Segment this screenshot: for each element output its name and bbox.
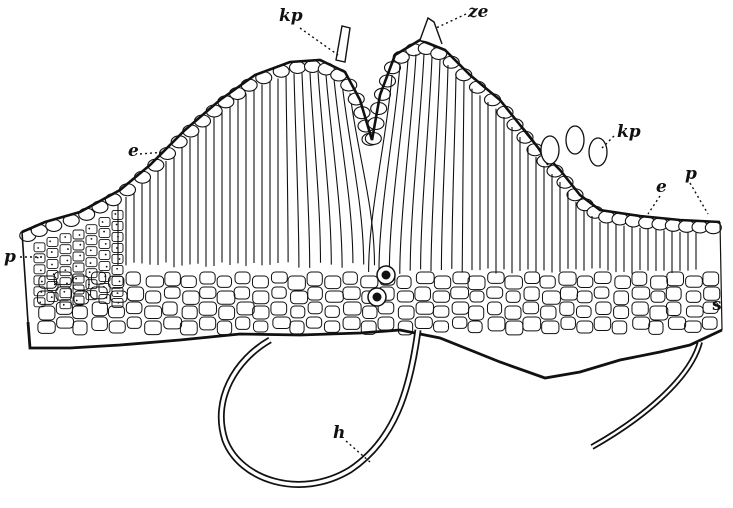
cell-granule (90, 262, 92, 264)
epidermal-cell (705, 222, 721, 234)
cell-granule (102, 221, 104, 223)
cell-granule (49, 240, 51, 242)
label-e-left: e (128, 143, 139, 160)
cell-granule (66, 283, 68, 285)
cell-granule (89, 271, 91, 273)
label-ze: ze (468, 4, 488, 21)
cell-granule (51, 251, 53, 253)
cell-granule (41, 281, 43, 283)
cell-granule (79, 255, 81, 257)
cell-granule (76, 300, 78, 302)
cell-granule (75, 265, 77, 267)
leader-e-right (648, 196, 660, 214)
cell-granule (117, 236, 119, 238)
label-s: s (712, 297, 722, 314)
cell-granule (64, 236, 66, 238)
cell-granule (114, 213, 116, 215)
nucleus (382, 271, 391, 280)
hooked-hair-lumen (221, 330, 418, 484)
cell-granule (116, 268, 118, 270)
cell-granule (90, 249, 92, 251)
cell-granule (67, 248, 69, 250)
cell-granule (51, 264, 53, 266)
label-e-right: e (656, 179, 667, 196)
label-p-right: p (685, 166, 697, 183)
cell-granule (64, 269, 66, 271)
cell-granule (116, 247, 118, 249)
cell-granule (40, 269, 42, 271)
cell-granule (79, 234, 81, 236)
leader-p-right (690, 183, 708, 214)
cell-granule (119, 280, 121, 282)
label-kp-top: kp (279, 8, 303, 25)
cell-granule (39, 302, 41, 304)
club-cell (566, 126, 584, 154)
section-body (22, 40, 722, 378)
cell-granule (75, 278, 77, 280)
cell-granule (37, 247, 39, 249)
club-cell (589, 138, 607, 166)
epidermal-cell (290, 62, 306, 74)
nucleus (373, 293, 382, 302)
ze-tip-spike (420, 18, 442, 44)
cell-granule (105, 243, 107, 245)
cell-granule (66, 260, 68, 262)
cell-granule (116, 224, 118, 226)
cell-granule (106, 266, 108, 268)
club-cell (541, 136, 559, 164)
cell-granule (119, 258, 121, 260)
leader-ze (436, 14, 466, 28)
cell-granule (51, 296, 53, 298)
label-h: h (333, 425, 345, 442)
leader-kp-top (300, 28, 338, 55)
cell-granule (91, 238, 93, 240)
cell-granule (63, 291, 65, 293)
cell-granule (79, 244, 81, 246)
cell-granule (63, 304, 65, 306)
gland-tip-spike (336, 26, 350, 62)
epidermal-cell (241, 79, 257, 91)
cell-granule (117, 292, 119, 294)
label-kp-right: kp (617, 124, 641, 141)
cell-granule (103, 231, 105, 233)
cell-granule (105, 254, 107, 256)
label-p-left: p (4, 249, 16, 266)
cell-granule (88, 228, 90, 230)
cell-granule (37, 257, 39, 259)
